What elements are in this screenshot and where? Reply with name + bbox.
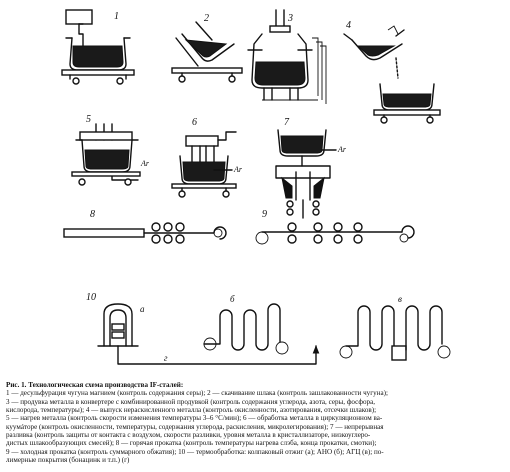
caption-line: кислорода, температуры); 4 — выпуск нера… [6,406,377,415]
step-number-3: 3 [287,13,293,24]
caption-line: разливка (контроль защиты от контакта с … [6,431,371,440]
step-6-vacuum-degassing: 6 Ar [171,117,243,198]
label-v: в [398,294,402,304]
bell-annealing-furnace: a [97,303,145,347]
step-5-heating: 5 Ar [71,114,150,186]
gas-label-ar-step-7: Ar [337,145,347,154]
step-1-desulfurization: 1 [61,9,135,85]
step-number-5: 5 [86,114,91,125]
step-10-heat-treatment: 10 a б в г [86,292,451,365]
continuous-annealing-line: б [203,294,289,355]
gas-label-ar-step-5: Ar [140,159,150,168]
figure-caption: Рис. 1. Технологическая схема производст… [6,381,506,464]
step-number-2: 2 [204,13,209,24]
step-number-10: 10 [86,292,96,303]
label-g: г [164,353,168,363]
caption-line: 5 — нагрев металла (контроль скорости из… [6,414,383,423]
caption-title: Рис. 1. Технологическая схема производст… [6,381,184,389]
step-3-converter-blowing: 3 [247,9,327,104]
process-diagram: 1 2 3 4 [61,9,451,365]
caption-line: 1 — десульфурация чугуна магнием (контро… [6,389,388,398]
gas-label-ar-step-6: Ar [233,165,243,174]
polymer-coating-flow: г [117,345,320,365]
step-number-8: 8 [90,209,95,220]
step-number-4: 4 [346,20,351,31]
step-number-6: 6 [192,117,197,128]
galvanizing-line: в [339,294,451,361]
caption-line: 3 — продувка металла в конвертере с комб… [6,397,375,406]
caption-line: дистых шлакообразующих смесей); 8 — горя… [6,439,377,448]
step-8-hot-rolling: 8 [63,209,227,244]
label-b: б [230,294,235,304]
step-number-9: 9 [262,209,267,220]
step-number-1: 1 [114,11,119,22]
step-4-tapping: 4 [343,20,441,124]
step-number-7: 7 [284,117,290,128]
caption-line: лимерные покрытия (бонацинк и т.п.) (г) [6,456,130,465]
caption-line: 9 — холодная прокатка (контроль суммарно… [6,447,384,456]
step-7-continuous-casting: 7 Ar [275,117,347,219]
caption-line: куумáторе (контроль окисленности, темпер… [6,422,384,431]
label-a: a [140,304,145,314]
step-9-cold-rolling: 9 [255,209,415,245]
step-2-slag-skimming: 2 [171,13,243,83]
